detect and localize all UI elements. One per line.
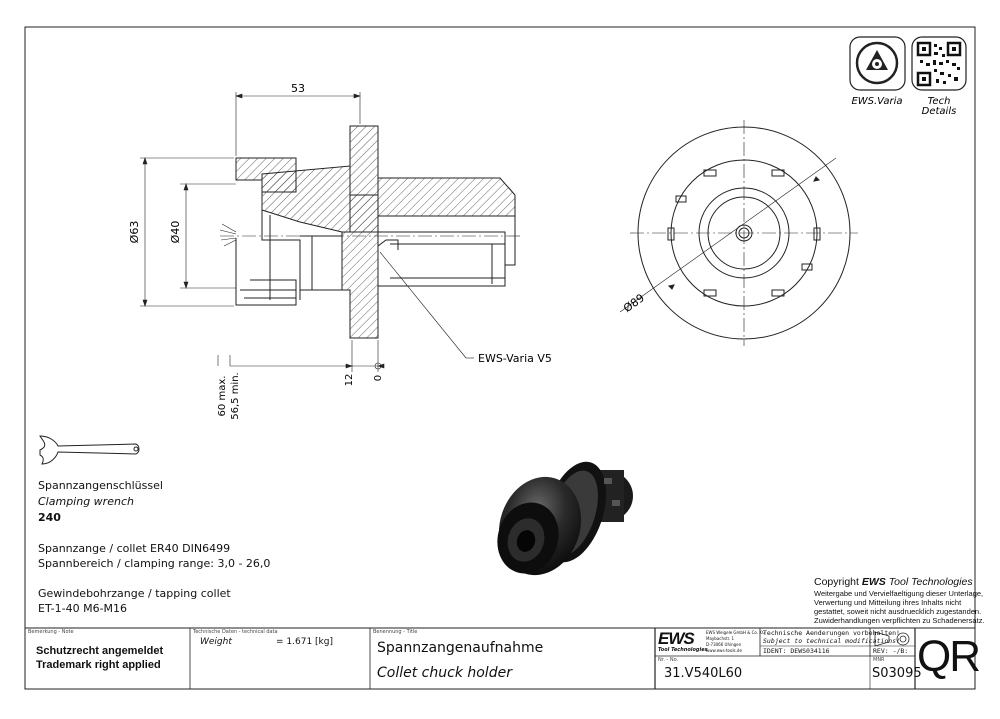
ident-value: IDENT: DEWS034116 (763, 647, 830, 655)
product-render (497, 461, 633, 576)
clamping-wrench-icon (39, 435, 140, 465)
wrench-en: Clamping wrench (38, 495, 134, 508)
change-notice-de: Technische Aenderungen vorbehalten! (763, 629, 900, 637)
range-line: Spannbereich / clamping range: 3,0 - 26,… (38, 557, 271, 570)
section-view (219, 125, 520, 339)
collet-line: Spannzange / collet ER40 DIN6499 (38, 542, 231, 555)
remark-label: Bemerkung - Note (28, 629, 74, 635)
dim-d63: Ø63 (128, 221, 141, 244)
nr-value: 31.V540L60 (664, 666, 743, 681)
rev-value: REV: -/B: (873, 647, 909, 655)
sheet-frame (24, 26, 976, 690)
tech-details-qr-badge[interactable] (911, 36, 967, 91)
title-de: Spannzangenaufnahme (377, 640, 544, 656)
remark-2: Trademark right applied (36, 659, 161, 671)
dim-60-max: 60 max. (217, 376, 228, 417)
ews-varia-label: EWS.Varia (851, 96, 902, 107)
nr-label: Nr. - No. (658, 657, 679, 663)
title-en: Collet chuck holder (377, 665, 512, 681)
change-notice-en: Subject to technical modifications! (763, 637, 900, 645)
mnr-value: S03095 (872, 666, 922, 681)
company-1: EWS Weigele GmbH & Co. KG (706, 630, 766, 635)
ews-logo: EWS (658, 629, 695, 648)
company-2: Maybachstr. 1 (706, 636, 735, 641)
company-4: www.ews-tools.de (706, 648, 742, 653)
dim-d89: Ø89 (621, 291, 647, 315)
ews-varia-badge[interactable] (849, 36, 906, 91)
tech-label-1: Tech (928, 96, 951, 107)
copyright-line-2: Verwertung und Mitteilung ihres Inhalts … (814, 598, 962, 607)
tapping-spec: ET-1-40 M6-M16 (38, 602, 128, 615)
copyright-title: Copyright EWS Tool Technologies (814, 576, 973, 588)
dim-53: 53 (291, 82, 305, 95)
mnr-label: MNR (873, 657, 885, 663)
weight-label: Weight (200, 637, 232, 647)
weight-value: = 1.671 [kg] (276, 637, 333, 647)
company-3: D-73066 Uhingen (706, 642, 742, 647)
copyright-line-1: Weitergabe und Vervielfaeltigung dieser … (814, 589, 984, 598)
dim-0: 0 (373, 375, 384, 381)
wrench-number: 240 (38, 511, 61, 524)
ews-logo-sub: Tool Technologies (658, 647, 708, 653)
wrench-de: Spannzangenschlüssel (38, 479, 163, 492)
qr-mark: QR (917, 632, 981, 681)
dim-12: 12 (344, 374, 355, 387)
tech-data-label: Technische Daten - technical data (193, 629, 278, 635)
section-dimensions (140, 92, 474, 372)
dim-56-5-min: 56,5 min. (230, 372, 241, 419)
callout-varia: EWS-Varia V5 (478, 352, 552, 365)
tech-label-2: Details (922, 106, 957, 117)
remark-1: Schutzrecht angemeldet (36, 645, 164, 657)
copyright-line-4: Zuwiderhandlungen verpflichten zu Schade… (814, 616, 985, 625)
title-block-grid (25, 627, 975, 689)
copyright-line-3: gestattet, soweit nicht ausdruecklich zu… (814, 607, 982, 616)
tapping-line: Gewindebohrzange / tapping collet (38, 587, 231, 600)
front-view (619, 120, 858, 346)
title-label: Benennung - Title (373, 629, 418, 635)
dim-d40: Ø40 (169, 221, 182, 244)
